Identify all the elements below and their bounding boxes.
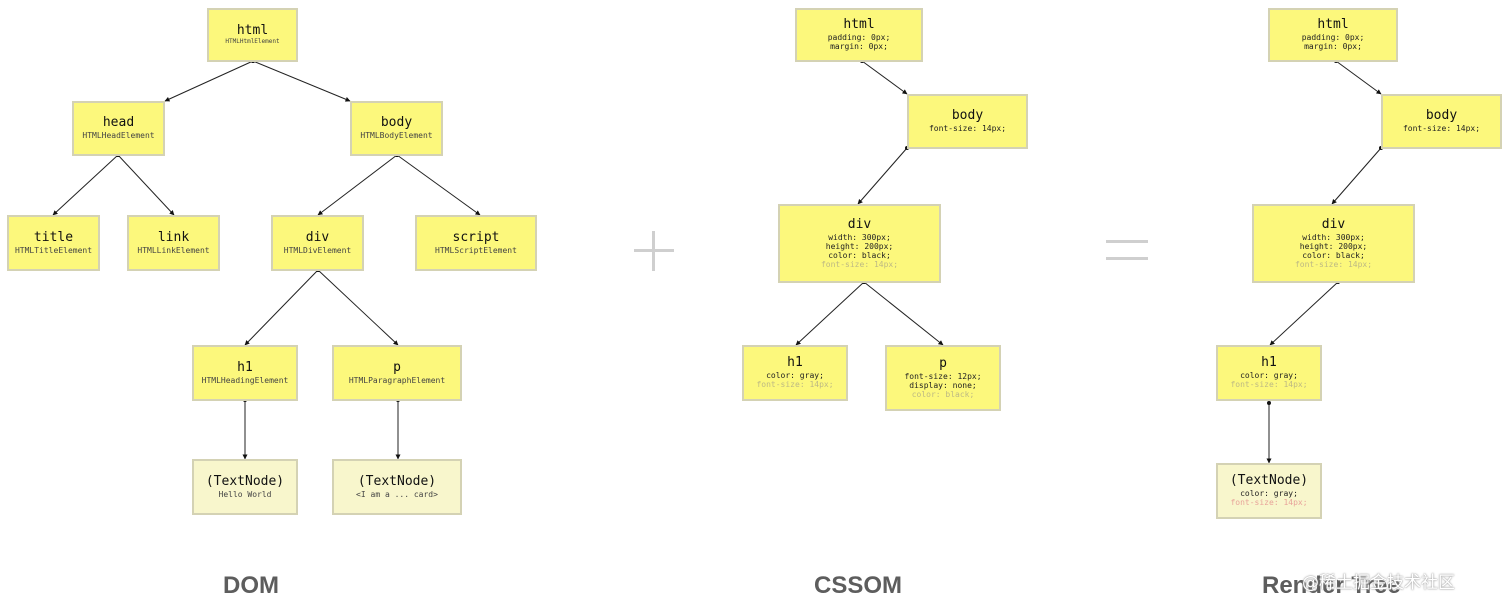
node-title: body <box>380 115 413 131</box>
dom-node-p: p HTMLParagraphElement <box>332 345 462 401</box>
node-title: html <box>843 17 875 33</box>
node-text: Hello World <box>218 489 272 499</box>
node-title: body <box>1425 108 1458 124</box>
css-prop-inherited: font-size: 14px; <box>820 260 899 270</box>
css-prop: margin: 0px; <box>830 42 888 52</box>
render-node-h1: h1 color: gray; font-size: 14px; <box>1216 345 1322 401</box>
node-title: body <box>951 108 984 124</box>
css-prop: color: gray; <box>1240 371 1298 381</box>
plus-bar-vertical <box>652 231 655 271</box>
cssom-node-p: p font-size: 12px; display: none; color:… <box>885 345 1001 411</box>
css-prop: height: 200px; <box>1299 241 1368 251</box>
equals-bar-bottom <box>1106 257 1148 260</box>
css-prop: font-size: 12px; <box>904 371 982 381</box>
node-title: (TextNode) <box>357 473 437 489</box>
dom-node-div: div HTMLDivElement <box>271 215 364 271</box>
node-title: h1 <box>237 359 253 375</box>
edge-cssom-div-p <box>863 281 944 346</box>
dom-node-h1: h1 HTMLHeadingElement <box>192 345 298 401</box>
node-type: HTMLParagraphElement <box>348 375 446 385</box>
css-prop: width: 300px; <box>828 232 891 242</box>
css-prop-inherited: color: black; <box>911 390 975 400</box>
edge-origin-dot <box>1267 401 1271 405</box>
dom-node-title: title HTMLTitleElement <box>7 215 100 271</box>
cssom-node-div: div width: 300px; height: 200px; color: … <box>778 204 941 283</box>
node-title: div <box>847 216 872 232</box>
dom-node-textnode-card: (TextNode) <I am a ... card> <box>332 459 462 515</box>
edge-dom-html-body <box>252 60 351 102</box>
dom-node-body: body HTMLBodyElement <box>350 101 443 156</box>
css-prop: color: black; <box>1302 250 1365 260</box>
dom-label: DOM <box>223 572 279 599</box>
edge-dom-head-title <box>52 154 119 216</box>
node-type: HTMLHeadElement <box>82 131 155 141</box>
node-title: html <box>236 23 269 39</box>
render-node-div: div width: 300px; height: 200px; color: … <box>1252 204 1415 283</box>
equals-bar-top <box>1106 240 1148 243</box>
css-prop-inherited: font-size: 14px; <box>1230 498 1308 508</box>
css-prop: margin: 0px; <box>1304 42 1362 52</box>
dom-node-link: link HTMLLinkElement <box>127 215 220 271</box>
edge-render-body-div <box>1331 147 1382 205</box>
node-type: HTMLScriptElement <box>435 245 517 255</box>
css-prop: color: black; <box>828 250 891 260</box>
node-type: HTMLHeadingElement <box>201 375 289 385</box>
edge-render-div-h1 <box>1269 281 1339 346</box>
node-text: <I am a ... card> <box>356 489 438 499</box>
node-title: head <box>102 115 135 131</box>
cssom-label: CSSOM <box>814 572 903 599</box>
css-prop-inherited: font-size: 14px; <box>1230 380 1308 390</box>
css-prop: font-size: 14px; <box>928 124 1007 134</box>
edge-cssom-body-div <box>857 147 908 205</box>
node-title: p <box>939 355 947 371</box>
render-tree-label: Render Tree <box>1262 572 1401 599</box>
node-title: html <box>1317 17 1349 33</box>
node-title: (TextNode) <box>205 473 285 489</box>
edge-dom-head-link <box>117 154 175 216</box>
css-prop: color: gray; <box>766 371 824 381</box>
css-prop: color: gray; <box>1240 489 1298 499</box>
dom-node-html: html HTMLHtmlElement <box>207 8 298 62</box>
node-title: h1 <box>787 355 803 371</box>
node-title: div <box>1321 216 1346 232</box>
edge-dom-div-p <box>317 269 399 346</box>
edge-dom-html-head <box>164 60 254 102</box>
dom-node-textnode-hello: (TextNode) Hello World <box>192 459 298 515</box>
node-type: HTMLBodyElement <box>360 131 433 141</box>
watermark: @稀土掘金技术社区 <box>1302 573 1455 593</box>
css-prop: display: none; <box>909 380 977 390</box>
css-prop: height: 200px; <box>825 241 894 251</box>
node-title: (TextNode) <box>1229 473 1309 489</box>
css-prop-inherited: font-size: 14px; <box>756 380 834 390</box>
node-title: title <box>33 229 74 245</box>
render-node-textnode: (TextNode) color: gray; font-size: 14px; <box>1216 463 1322 519</box>
css-prop-inherited: font-size: 14px; <box>1294 260 1373 270</box>
node-type: HTMLDivElement <box>283 245 352 255</box>
node-title: script <box>452 229 500 245</box>
node-type: HTMLHtmlElement <box>225 38 280 46</box>
css-prop: font-size: 14px; <box>1402 124 1481 134</box>
cssom-node-html: html padding: 0px; margin: 0px; <box>795 8 923 62</box>
node-title: p <box>393 359 401 375</box>
edge-dom-body-div <box>317 154 398 216</box>
edge-cssom-html-body <box>861 60 908 95</box>
css-prop: padding: 0px; <box>1301 33 1365 43</box>
edge-dom-body-script <box>396 154 481 216</box>
css-prop: width: 300px; <box>1302 232 1365 242</box>
edge-render-html-body <box>1335 60 1382 95</box>
node-title: h1 <box>1261 355 1277 371</box>
dom-node-head: head HTMLHeadElement <box>72 101 165 156</box>
render-node-html: html padding: 0px; margin: 0px; <box>1268 8 1398 62</box>
node-title: link <box>157 229 190 245</box>
dom-node-script: script HTMLScriptElement <box>415 215 537 271</box>
css-prop: padding: 0px; <box>827 33 891 43</box>
node-type: HTMLLinkElement <box>137 245 210 255</box>
node-title: div <box>305 229 330 245</box>
cssom-node-body: body font-size: 14px; <box>907 94 1028 149</box>
node-type: HTMLTitleElement <box>14 245 93 255</box>
cssom-node-h1: h1 color: gray; font-size: 14px; <box>742 345 848 401</box>
edge-cssom-div-h1 <box>795 281 865 346</box>
render-node-body: body font-size: 14px; <box>1381 94 1502 149</box>
edge-dom-div-h1 <box>244 269 319 346</box>
